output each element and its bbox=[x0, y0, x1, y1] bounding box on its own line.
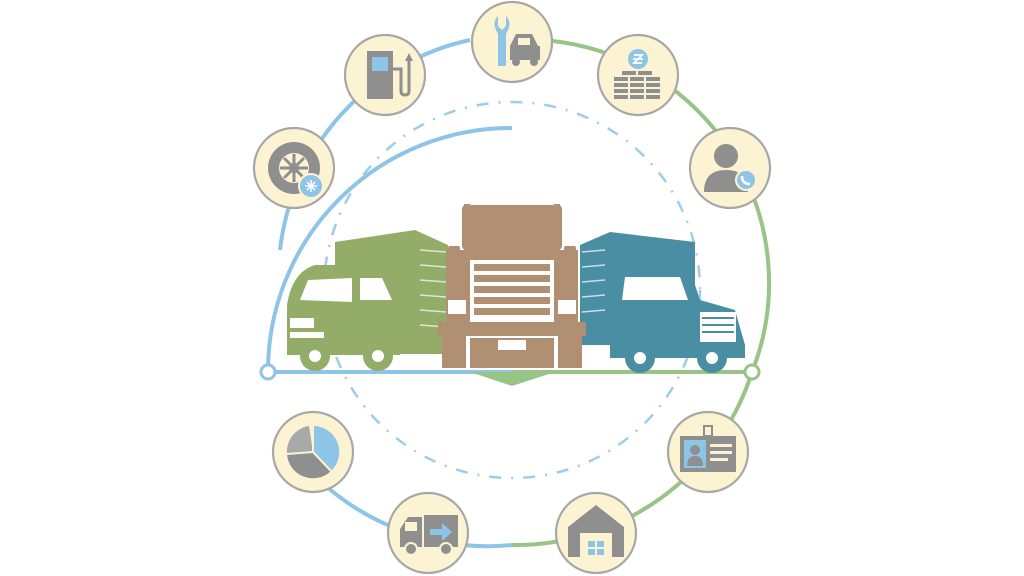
pie-chart-icon bbox=[271, 410, 355, 494]
vehicle-repair-wrench-icon bbox=[470, 0, 554, 84]
garage-warehouse-icon bbox=[554, 491, 638, 575]
outer-ring-blue-upper-arc bbox=[278, 38, 471, 251]
coin-stack-currency-icon bbox=[596, 33, 680, 117]
outer-ring-blue-arc bbox=[265, 125, 513, 373]
green-box-truck bbox=[287, 230, 448, 371]
id-card-icon bbox=[666, 410, 750, 494]
driver-contact-phone-icon bbox=[688, 126, 772, 210]
brown-semi-truck bbox=[438, 204, 586, 368]
dashed-inner-circle bbox=[322, 100, 702, 480]
ground-left-node bbox=[259, 363, 277, 381]
tire-wheel-icon bbox=[252, 126, 336, 210]
ground-pointer bbox=[470, 372, 555, 386]
teal-box-truck bbox=[580, 232, 745, 373]
fuel-pump-icon bbox=[343, 33, 427, 117]
ground-right-node bbox=[743, 363, 761, 381]
delivery-van-arrow-icon bbox=[386, 491, 470, 575]
